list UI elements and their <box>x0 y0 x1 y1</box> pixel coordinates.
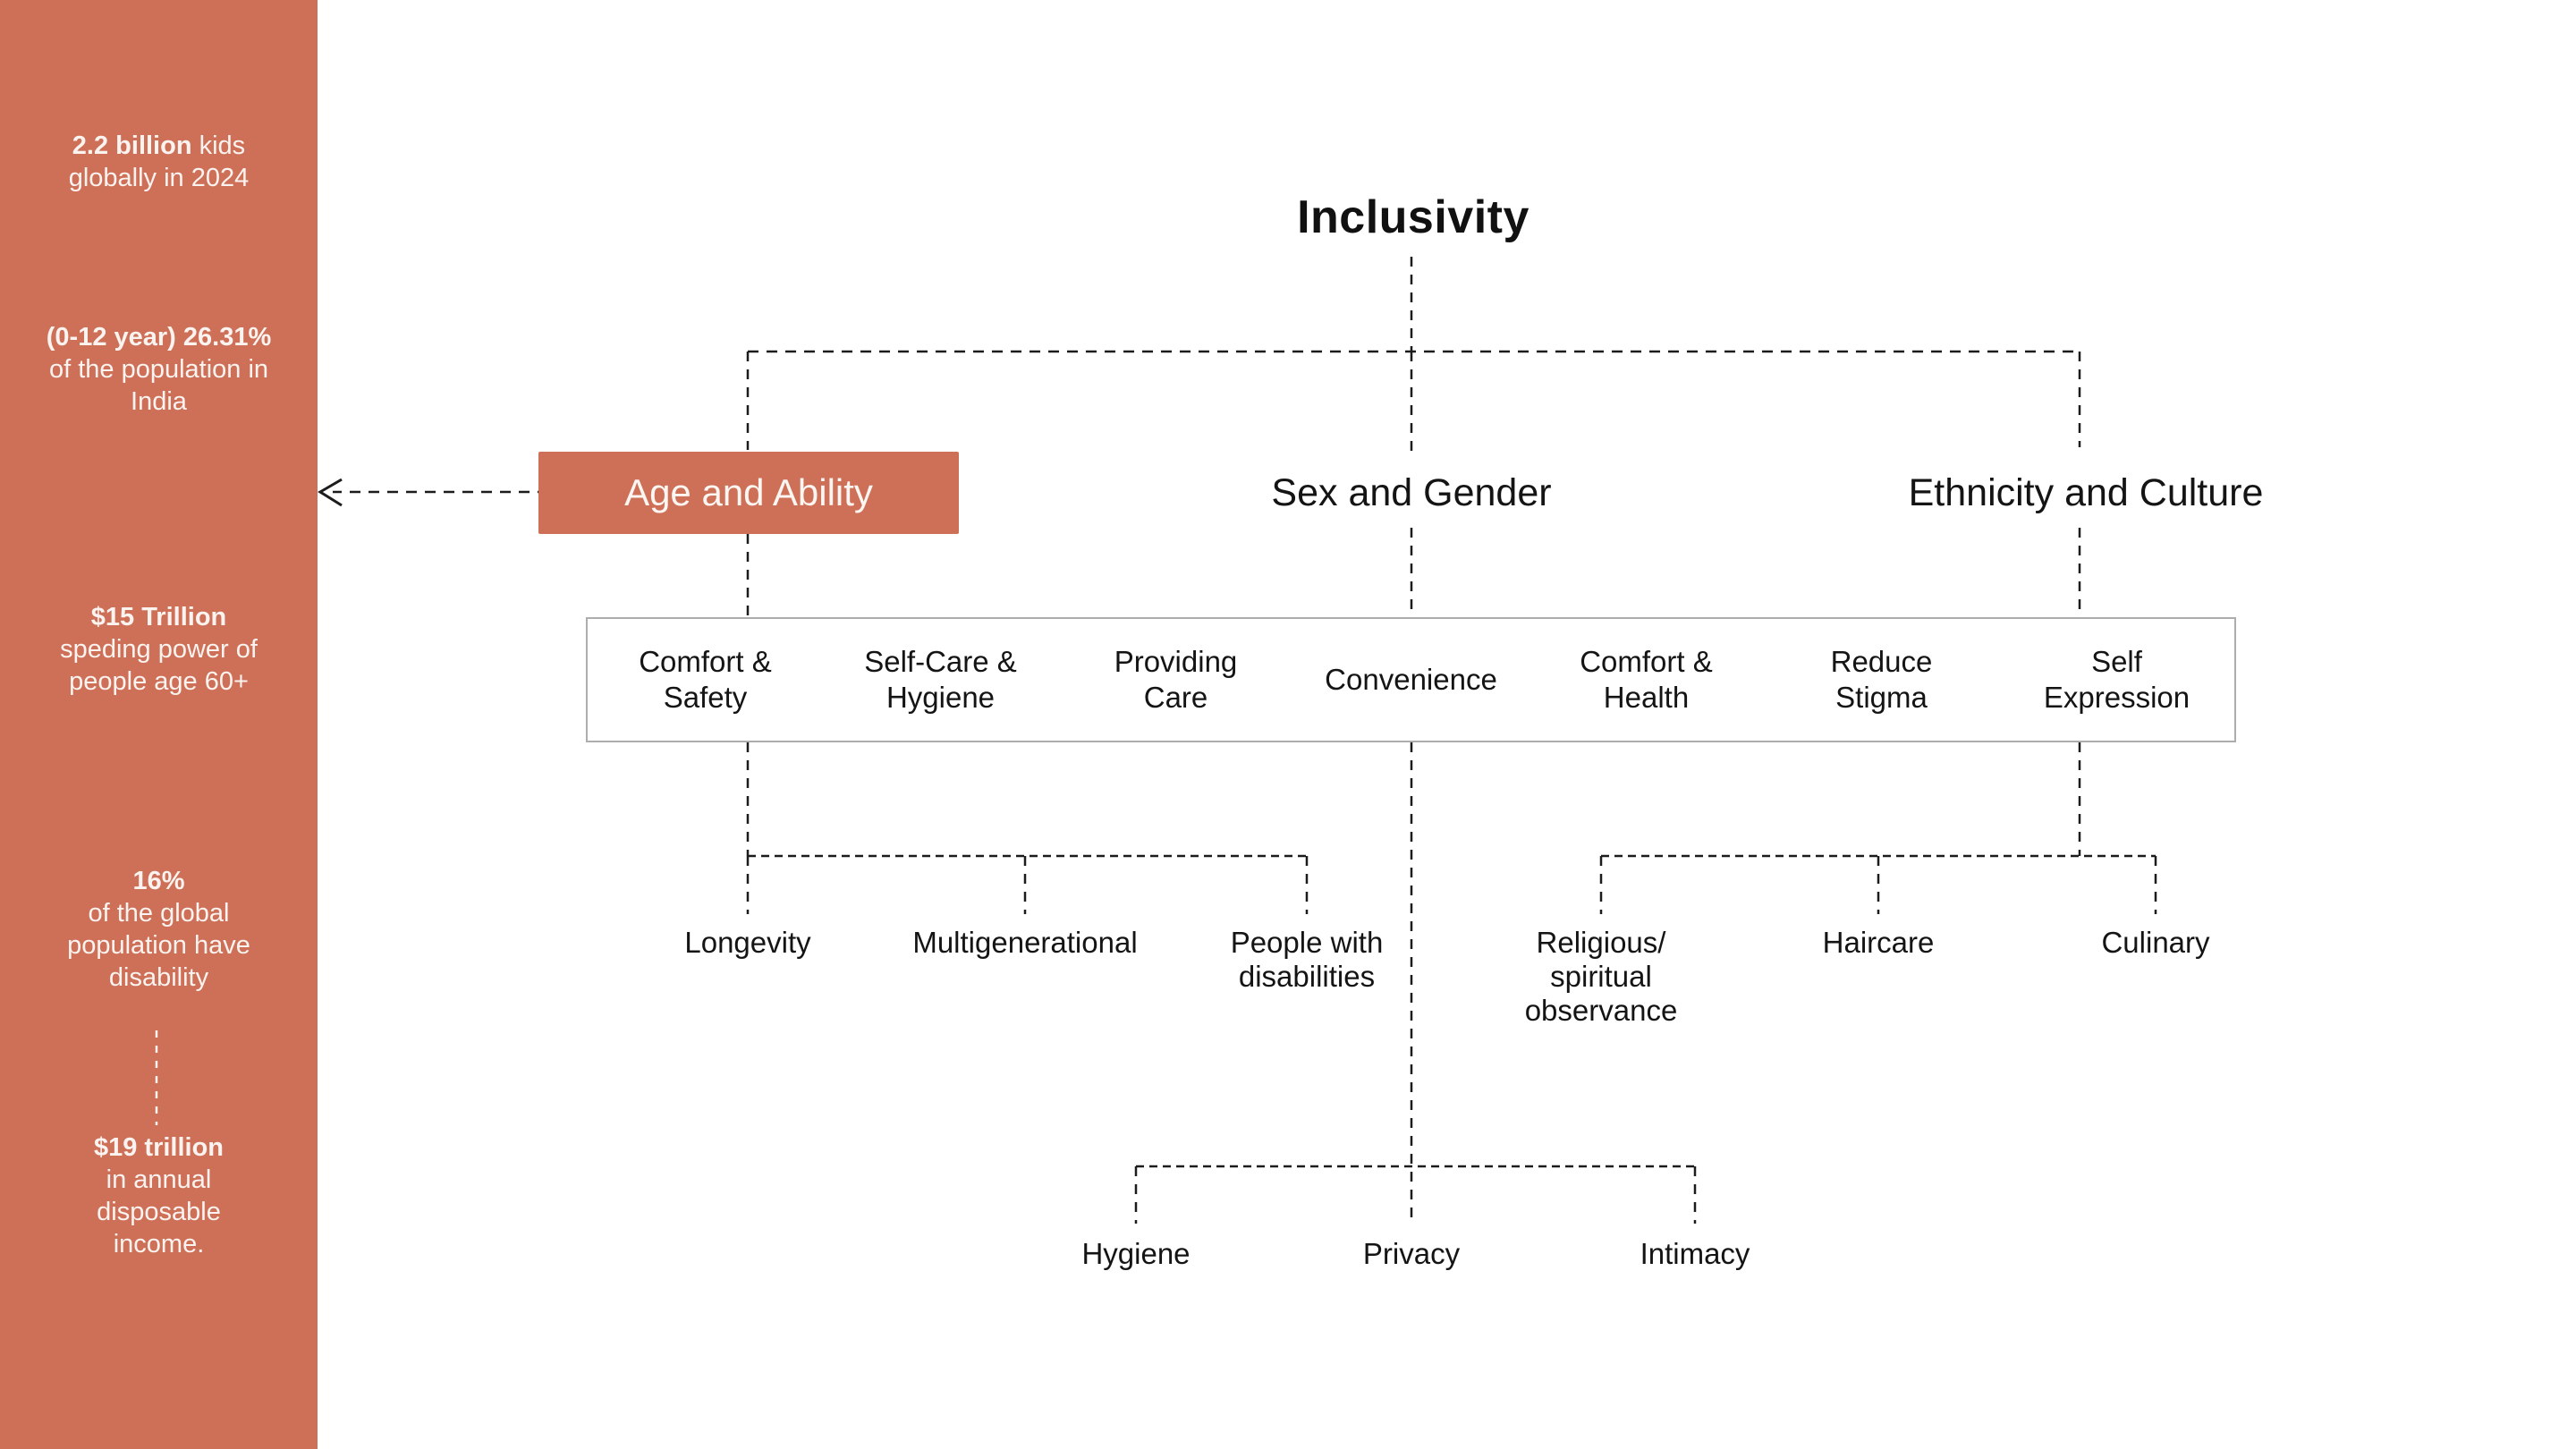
need-self-expression: Self Expression <box>2043 645 2190 714</box>
stat-disability-value: 16% <box>132 867 185 895</box>
stat-spending-power-caption: speding power of people age 60+ <box>60 635 258 696</box>
leaf-culinary: Culinary <box>2101 926 2210 959</box>
leaf-hygiene: Hygiene <box>1081 1237 1191 1270</box>
arrow-left-head-icon <box>318 478 343 507</box>
branch-node-sex-and-gender: Sex and Gender <box>1271 471 1552 514</box>
stat-kids-globally-caption: kids globally in 2024 <box>68 131 250 192</box>
stat-india-population-caption: of the population in India <box>48 355 269 416</box>
branch-node-ethnicity-and-culture: Ethnicity and Culture <box>1908 471 2264 514</box>
leaf-multigenerational: Multigenerational <box>912 926 1138 959</box>
need-self-care-hygiene: Self-Care & Hygiene <box>864 645 1017 714</box>
stat-disposable-income-caption: in annual disposable income. <box>97 1165 221 1258</box>
leaf-longevity: Longevity <box>684 926 811 959</box>
stat-disability: 16% of the global population have disabi… <box>0 865 318 994</box>
stat-kids-globally: 2.2 billion kids globally in 2024 <box>0 130 318 194</box>
need-comfort-safety: Comfort & Safety <box>639 645 772 714</box>
leaf-haircare: Haircare <box>1822 926 1935 959</box>
need-providing-care: Providing Care <box>1114 645 1238 714</box>
stat-india-population-value: (0-12 year) 26.31% <box>46 323 272 352</box>
leaf-privacy: Privacy <box>1362 1237 1461 1270</box>
stat-india-population: (0-12 year) 26.31% of the population in … <box>0 321 318 418</box>
needs-box: Comfort & Safety Self-Care & Hygiene Pro… <box>586 617 2236 742</box>
need-reduce-stigma: Reduce Stigma <box>1830 645 1933 714</box>
stat-disposable-income: $19 trillion in annual disposable income… <box>0 1131 318 1260</box>
leaf-people-with-disabilities: People with disabilities <box>1230 926 1384 993</box>
stat-spending-power-value: $15 Trillion <box>90 603 227 631</box>
stats-sidebar: 2.2 billion kids globally in 2024 (0-12 … <box>0 0 318 1449</box>
stat-spending-power: $15 Trillion speding power of people age… <box>0 601 318 698</box>
stat-kids-globally-value: 2.2 billion <box>72 131 192 160</box>
branch-node-age-and-ability: Age and Ability <box>538 452 959 534</box>
branch-label-age-and-ability: Age and Ability <box>624 471 873 513</box>
stat-disposable-income-value: $19 trillion <box>93 1133 225 1162</box>
leaf-religious-spiritual-observance: Religious/ spiritual observance <box>1524 926 1678 1027</box>
need-convenience: Convenience <box>1325 663 1497 696</box>
root-node-inclusivity: Inclusivity <box>1297 191 1530 243</box>
stat-disability-caption: of the global population have disability <box>67 899 250 992</box>
leaf-intimacy: Intimacy <box>1640 1237 1750 1270</box>
need-comfort-health: Comfort & Health <box>1580 645 1713 714</box>
